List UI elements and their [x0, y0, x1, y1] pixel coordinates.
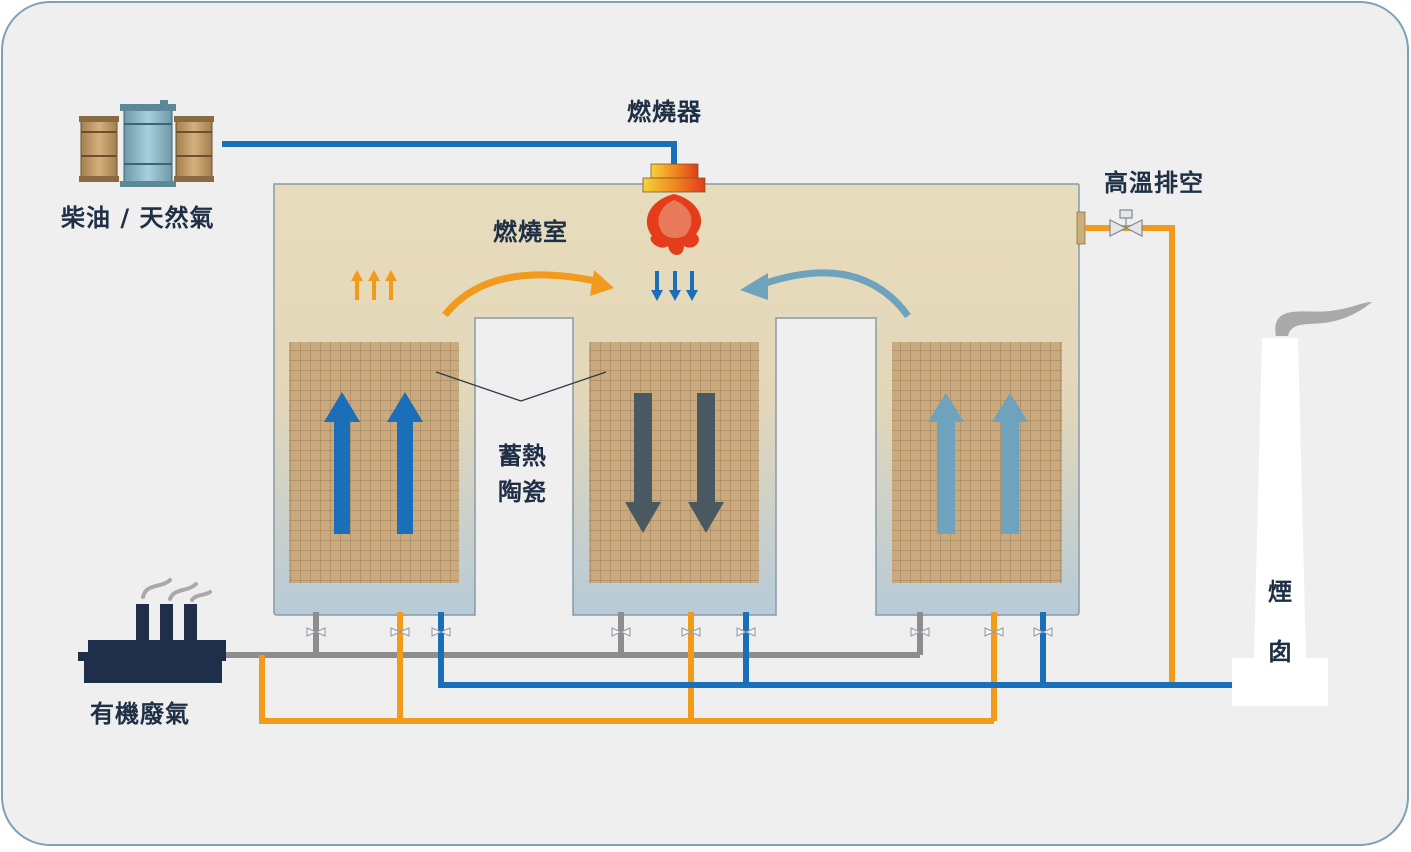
- smoke-icon: [1275, 302, 1372, 336]
- outlet-pipe: [438, 612, 1232, 688]
- arrow-up: [324, 392, 360, 534]
- chimney-label-line2: 囱: [1268, 638, 1292, 666]
- arrow-up: [928, 393, 964, 534]
- small-arrows-orange: [351, 270, 397, 300]
- branch-valves: [306, 627, 1053, 637]
- combustion-chamber-label: 燃燒室: [493, 218, 568, 246]
- fuel-label: 柴油 / 天然氣: [61, 204, 215, 232]
- regenerative-ceramic-label-line1: 蓄熱: [498, 442, 546, 470]
- arrows-left-up: [324, 392, 423, 534]
- burner-flame-icon: [642, 163, 706, 255]
- ceramic-bed-middle: [589, 342, 759, 583]
- curved-arrow-orange: [442, 271, 601, 318]
- chimney-label-line1: 煙: [1268, 578, 1292, 606]
- chimney-icon: [1232, 338, 1328, 706]
- chimney-label: 煙 囱: [1260, 562, 1300, 682]
- arrow-up: [992, 393, 1028, 534]
- burner-label: 燃燒器: [627, 98, 702, 126]
- arrows-middle-down: [625, 393, 724, 533]
- ceramic-bed-right: [892, 342, 1062, 583]
- arrow-up: [387, 392, 423, 534]
- factory-icon: [78, 604, 226, 683]
- factory-smoke-icon: [141, 578, 212, 602]
- arrows-right-up: [928, 393, 1028, 534]
- ceramic-bed-left: [289, 342, 459, 583]
- leader-line-left: [435, 371, 522, 402]
- regenerative-ceramic-label: 蓄熱 陶瓷: [490, 438, 554, 510]
- organic-waste-gas-label: 有機廢氣: [90, 700, 190, 728]
- fuel-pipe: [222, 141, 677, 164]
- arrow-down: [688, 393, 724, 533]
- arrow-down: [625, 393, 661, 533]
- regenerative-ceramic-label-line2: 陶瓷: [498, 478, 546, 506]
- purge-pipe: [259, 655, 994, 724]
- curved-arrow-lightblue: [758, 269, 911, 319]
- leader-line-right: [520, 371, 607, 402]
- fuel-drums-icon: [79, 100, 214, 187]
- small-arrows-blue: [651, 271, 698, 301]
- valve-icon: [1109, 209, 1143, 237]
- high-temp-vent-label: 高溫排空: [1104, 169, 1204, 197]
- vent-flange: [1076, 211, 1086, 245]
